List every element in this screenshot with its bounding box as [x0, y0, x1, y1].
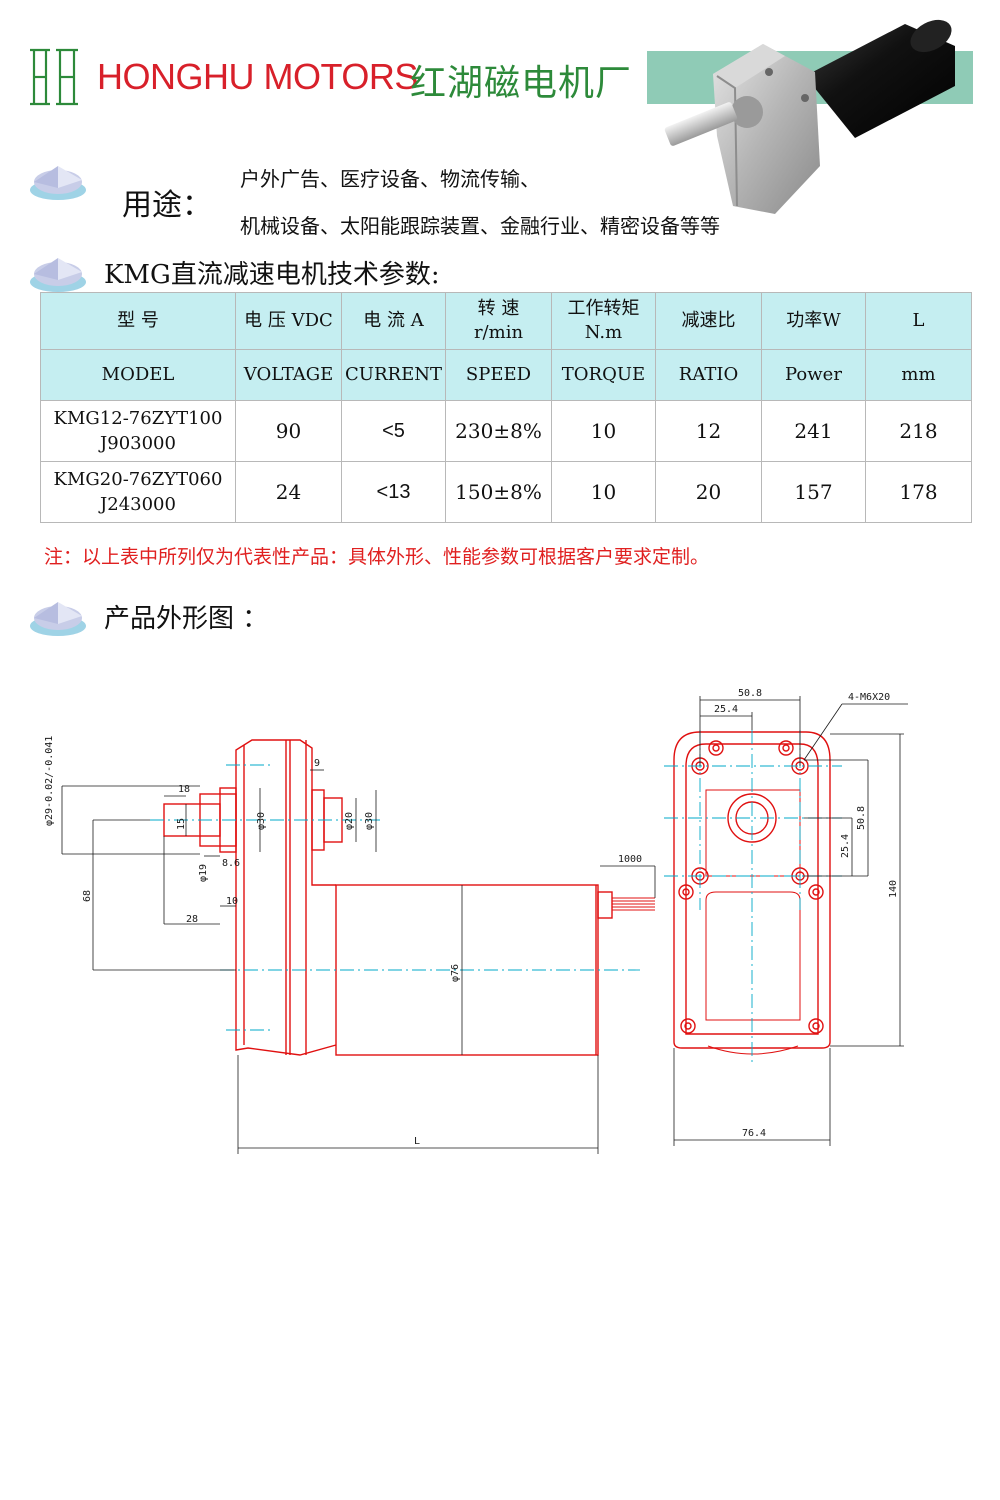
dim-label-15: 15 [176, 818, 187, 830]
cell-ratio: 12 [655, 400, 762, 462]
dim-label-phi30-right: φ30 [364, 812, 375, 830]
honghu-logo-icon [30, 48, 78, 106]
col-header-voltage: 电 压 VDC [235, 292, 342, 350]
col-subheader: TORQUE [551, 349, 656, 401]
cell-voltage: 90 [235, 400, 342, 462]
cell-torque: 10 [551, 461, 656, 523]
col-subheader: VOLTAGE [235, 349, 342, 401]
cell-current: <5 [341, 400, 446, 462]
outline-title: 产品外形图 ： [104, 604, 269, 634]
dim-label-phi19: φ19 [198, 864, 209, 882]
dim-label-length: L [414, 1136, 420, 1147]
usage-line-1: 户外广告、医疗设备、物流传输、 [240, 167, 540, 191]
dim-label-phi30-left: φ30 [256, 812, 267, 830]
dim-label-10: 10 [226, 896, 238, 907]
cell-speed: 150±8% [445, 461, 552, 523]
dim-label-25-4-top: 25.4 [714, 704, 738, 715]
customization-note: 注：以上表中所列仅为代表性产品：具体外形、性能参数可根据客户要求定制。 [44, 546, 710, 568]
gear-motor-photo [664, 19, 955, 214]
cell-torque: 10 [551, 400, 656, 462]
col-subheader: SPEED [445, 349, 552, 401]
table-header-en: MODEL VOLTAGE CURRENT SPEED TORQUE RATIO… [40, 349, 972, 401]
dim-label-50-8-side: 50.8 [856, 806, 867, 830]
dim-label-50-8-top: 50.8 [738, 688, 762, 699]
brand-name-en: HONGHU MOTORS [97, 56, 418, 97]
cell-speed: 230±8% [445, 400, 552, 462]
dim-label-8-6: 8.6 [222, 858, 240, 869]
col-subheader: CURRENT [341, 349, 446, 401]
cell-power: 241 [761, 400, 866, 462]
dim-label-28: 28 [186, 914, 198, 925]
dim-label-shaft-diameter: φ29-0.02/-0.041 [44, 736, 55, 826]
dim-label-cable-length: 1000 [618, 854, 642, 865]
col-header-power: 功率W [761, 292, 866, 350]
brand-name-cn: 红湖磁电机厂 [410, 63, 633, 104]
dim-label-phi76: φ76 [450, 964, 461, 982]
usage-label: 用途： [122, 188, 212, 223]
dim-label-140: 140 [888, 880, 899, 898]
dim-label-phi20: φ20 [344, 812, 355, 830]
col-header-model: 型 号 [40, 292, 236, 350]
col-header-length: L [865, 292, 972, 350]
dim-label-25-4-side: 25.4 [840, 834, 851, 858]
dim-label-18: 18 [178, 784, 190, 795]
section-bullet-icon [30, 166, 86, 200]
col-subheader: MODEL [40, 349, 236, 401]
outline-drawing: φ29-0.02/-0.041 18 15 φ30 9 φ20 φ30 φ19 … [44, 688, 908, 1154]
cell-ratio: 20 [655, 461, 762, 523]
section-bullet-icon [30, 602, 86, 636]
cell-length: 218 [865, 400, 972, 462]
cell-current: <13 [341, 461, 446, 523]
section-bullet-icon [30, 258, 86, 292]
cell-power: 157 [761, 461, 866, 523]
col-header-current: 电 流 A [341, 292, 446, 350]
usage-line-2: 机械设备、太阳能跟踪装置、金融行业、精密设备等等 [240, 214, 720, 238]
dim-label-76-4: 76.4 [742, 1128, 766, 1139]
dim-label-9: 9 [314, 758, 320, 769]
col-subheader: Power [761, 349, 866, 401]
cell-voltage: 24 [235, 461, 342, 523]
cell-length: 178 [865, 461, 972, 523]
specs-title: KMG直流减速电机技术参数: [104, 260, 440, 290]
col-subheader: mm [865, 349, 972, 401]
col-subheader: RATIO [655, 349, 762, 401]
col-header-ratio: 减速比 [655, 292, 762, 350]
dim-label-mounting-screws: 4-M6X20 [848, 692, 890, 703]
dim-label-68: 68 [82, 890, 93, 902]
